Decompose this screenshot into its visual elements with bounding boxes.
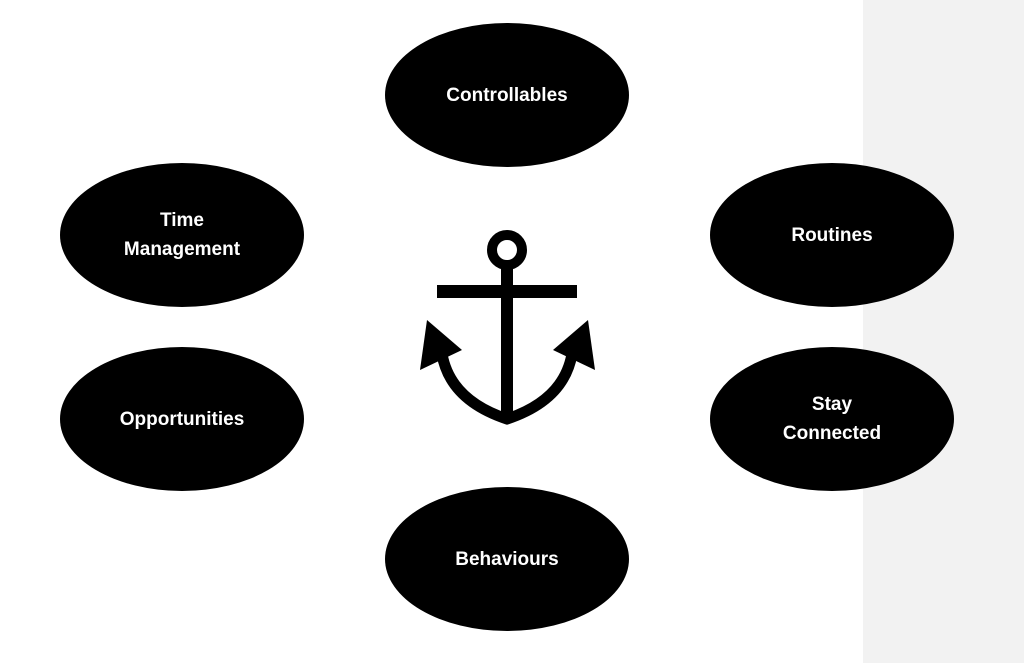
node-opportunities: Opportunities xyxy=(60,347,304,491)
node-label: Time Management xyxy=(123,210,241,260)
diagram-canvas: Controllables Time Management Routines O… xyxy=(60,23,954,631)
node-label: Routines xyxy=(791,224,873,246)
node-label: Behaviours xyxy=(455,548,559,570)
node-label: Stay Connected xyxy=(782,394,882,444)
node-time-management: Time Management xyxy=(60,163,304,307)
anchor-icon xyxy=(420,230,595,425)
node-stay-connected: Stay Connected xyxy=(710,347,954,491)
node-controllables: Controllables xyxy=(385,23,629,167)
side-panel xyxy=(863,0,1024,663)
node-routines: Routines xyxy=(710,163,954,307)
node-label: Opportunities xyxy=(119,408,245,430)
node-behaviours: Behaviours xyxy=(385,487,629,631)
node-label: Controllables xyxy=(446,84,568,106)
